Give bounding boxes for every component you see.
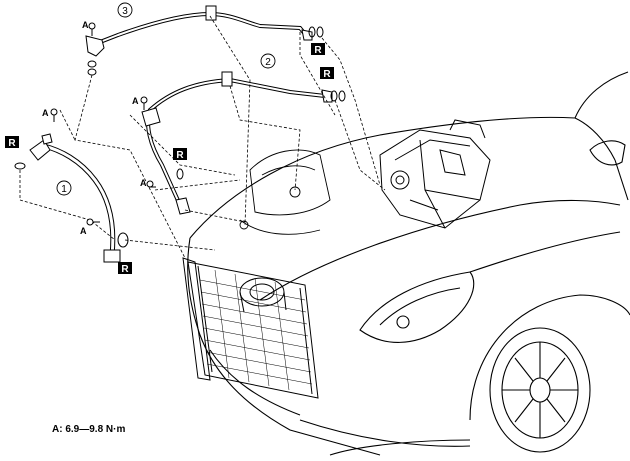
bolt-icon [140, 96, 148, 110]
pipe-1-fittings [14, 133, 121, 263]
callout-1: 1 [56, 180, 72, 196]
replace-badge: R [173, 148, 187, 161]
o-ring-seals [117, 26, 346, 248]
svg-text:R: R [8, 138, 16, 149]
replace-badge: R [118, 262, 132, 275]
bolt-label-a: A [80, 226, 87, 236]
bolt-label-a: A [82, 20, 89, 30]
bolt-icons [50, 22, 156, 226]
o-ring-icon [176, 168, 184, 180]
bolt-icon [146, 180, 156, 188]
svg-text:R: R [323, 69, 331, 80]
pipe-2 [146, 77, 327, 207]
svg-text:R: R [176, 150, 184, 161]
o-ring-icon [338, 90, 346, 102]
svg-text:3: 3 [122, 6, 128, 17]
engine-bay [239, 149, 331, 235]
bolt-label-a: A [132, 96, 139, 106]
leader-lines [19, 15, 386, 259]
pipe-2-inner [147, 78, 326, 206]
bolt-icon [50, 108, 58, 122]
bolt-label-a: A [42, 108, 49, 118]
o-ring-icon [308, 26, 316, 38]
svg-text:R: R [314, 45, 322, 56]
svg-text:2: 2 [265, 57, 271, 68]
svg-text:R: R [121, 264, 129, 275]
pipe-1-inner [42, 144, 115, 257]
callout-3: 3 [117, 2, 133, 18]
callout-2: 2 [260, 53, 276, 69]
replace-badge: R [311, 43, 325, 56]
bolt-icon [86, 218, 100, 226]
condenser-radiator [182, 257, 319, 399]
replace-badge: R [320, 67, 334, 80]
pipe-3 [98, 11, 307, 44]
pipe-2-fittings [141, 71, 333, 215]
torque-specification: A: 6.9—9.8 N·m [52, 424, 126, 435]
o-ring-icon [316, 26, 324, 38]
replace-badge: R [5, 136, 19, 149]
o-ring-icon [117, 232, 129, 248]
svg-text:1: 1 [61, 184, 67, 195]
bolt-icon [88, 22, 96, 36]
evaporator-unit [379, 119, 491, 229]
bolt-label-a: A [140, 178, 147, 188]
o-ring-icon [330, 90, 338, 102]
vehicle-body [187, 71, 630, 456]
